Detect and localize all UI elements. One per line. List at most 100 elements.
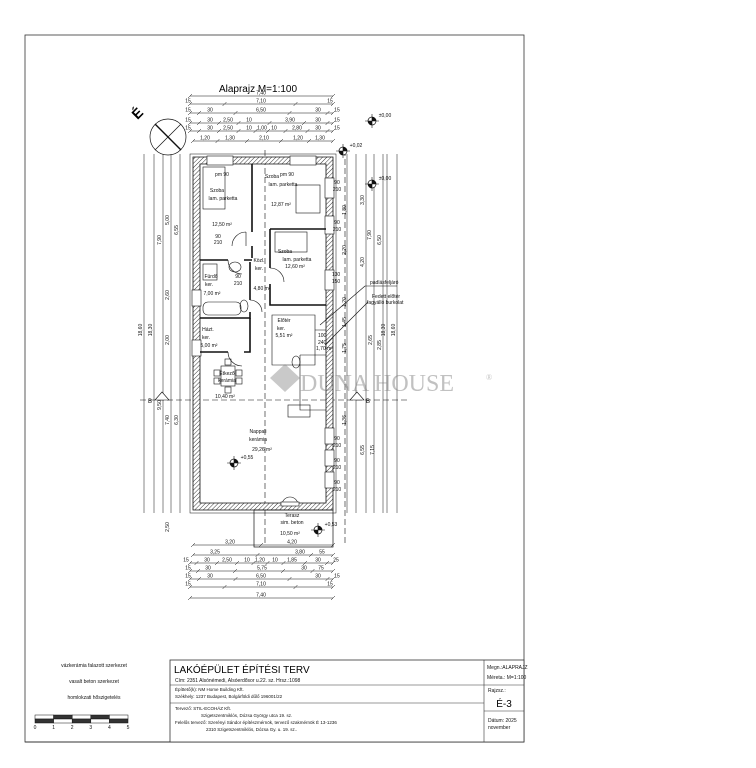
dimension-tick xyxy=(187,101,193,107)
scale-tick-label: 0 xyxy=(34,725,37,731)
dimension-tick xyxy=(236,128,241,134)
shower-icon xyxy=(202,263,218,281)
scale-tick-label: 3 xyxy=(89,725,92,731)
dimension-tick xyxy=(233,110,238,116)
watermark-mark: ® xyxy=(486,373,492,382)
dimension-label: 2,10 xyxy=(259,136,269,142)
room-finish: sim. beton xyxy=(280,520,303,526)
dimension-label: 15 xyxy=(334,118,340,124)
dimension-label: 30 xyxy=(315,126,321,132)
dimension-label: 15 xyxy=(334,126,340,132)
dimension-label: 10 xyxy=(246,118,252,124)
dimension-tick xyxy=(253,128,258,134)
door-label: 90 xyxy=(334,180,340,186)
annotation-attic-access: padlásfeljáró xyxy=(370,280,399,286)
room-area: 29,26 m² xyxy=(252,447,272,453)
dimension-label: 3,80 xyxy=(295,550,305,556)
level-value: ±0,00 xyxy=(379,113,392,119)
dimension-label: 2,50 xyxy=(165,522,171,532)
dimension-label: 7,15 xyxy=(370,445,376,455)
dimension-label: 6,55 xyxy=(174,225,180,235)
dimension-label: 3,25 xyxy=(210,550,220,556)
sheet-number: É-3 xyxy=(496,697,512,710)
legend-item: vázkerámia falazott szerkezet xyxy=(61,663,127,669)
dimension-tick xyxy=(187,110,193,116)
dimension-label: 15 xyxy=(334,108,340,114)
bed-icon xyxy=(295,184,321,214)
dimension-tick xyxy=(265,560,270,566)
dimension-tick xyxy=(330,552,336,558)
dimension-label: 15 xyxy=(185,99,191,105)
scale-tick-label: 5 xyxy=(127,725,130,731)
toilet-icon xyxy=(239,299,249,313)
dimension-label: 30 xyxy=(205,566,211,572)
dimension-tick xyxy=(234,560,240,566)
level-marker-icon xyxy=(336,144,350,158)
dimension-label: 15 xyxy=(185,126,191,132)
dimension-tick xyxy=(216,128,222,134)
dimension-tick xyxy=(325,110,330,116)
bed-icon xyxy=(274,231,308,253)
dimension-tick xyxy=(325,128,330,134)
dimension-label: 30 xyxy=(301,566,307,572)
dimension-label: 30 xyxy=(315,574,321,580)
dimension-label: 1,36 xyxy=(342,415,348,425)
dimension-label: 3,20 xyxy=(225,540,235,546)
designer: Tervező: STIL-ECOHÁZ Kft. xyxy=(175,705,231,711)
dimension-label: 7,40 xyxy=(256,91,266,97)
dimension-tick xyxy=(190,138,196,144)
room-area: 4,80 m² xyxy=(254,286,271,292)
dimension-label: 10 xyxy=(246,126,252,132)
dimension-tick xyxy=(187,584,193,590)
dimension-label: 9,50 xyxy=(157,400,163,410)
dimension-tick xyxy=(196,110,202,116)
dimension-label: 25 xyxy=(333,558,339,564)
windows xyxy=(191,155,335,489)
dimension-label: 7,40 xyxy=(256,593,266,599)
dimension-label: 1,20 xyxy=(293,136,303,142)
door-label: 130 xyxy=(332,272,341,278)
dimension-label: 2,60 xyxy=(165,290,171,300)
dimension-tick xyxy=(330,584,336,590)
room-finish: ker. xyxy=(255,266,263,272)
room-finish: ker. xyxy=(277,326,285,332)
doors xyxy=(227,231,300,507)
dimension-label: 3,30 xyxy=(360,195,366,205)
scale-tick-label: 1 xyxy=(52,725,55,731)
dimension-label: 18,30 xyxy=(148,324,154,337)
dimension-label: 1,30 xyxy=(225,136,235,142)
room-name: Szoba xyxy=(278,249,292,255)
dimension-tick xyxy=(330,101,336,107)
dimension-tick xyxy=(324,560,330,566)
interior-walls xyxy=(200,164,326,411)
door-label: 210 xyxy=(234,281,243,287)
room-name: Fürdő xyxy=(204,274,217,280)
legend: vázkerámia falazott szerkezet vasalt bet… xyxy=(34,663,130,731)
dimension-label: 1,20 xyxy=(255,558,265,564)
room-finish: lam. parketta xyxy=(283,257,312,263)
designer-address: Szigetszentmiklós, Dózsa György utca 19.… xyxy=(201,713,292,718)
dimension-label: 3,90 xyxy=(285,118,295,124)
dimension-tick xyxy=(187,128,193,134)
small-area-height: 240 xyxy=(318,340,327,346)
dimension-label: 7,90 xyxy=(157,235,163,245)
dimension-tick xyxy=(281,560,286,566)
dimension-tick xyxy=(196,576,202,582)
scale-tick-label: 4 xyxy=(108,725,111,731)
room-finish: kerámia xyxy=(218,378,236,384)
room-area: 12,60 m² xyxy=(285,264,305,270)
drawing-scale: Méreta.: M=1:100 xyxy=(487,675,527,681)
dimension-tick xyxy=(287,110,292,116)
watermark-logo-icon xyxy=(270,364,300,392)
room-name: Közl. xyxy=(253,258,264,264)
dimension-label: 18,60 xyxy=(391,324,397,337)
dimension-label: 7,40 xyxy=(165,415,171,425)
dimension-label: 6,55 xyxy=(360,445,366,455)
dimension-label: 18,30 xyxy=(381,324,387,337)
dimension-label: 15 xyxy=(185,108,191,114)
door-label: 90 xyxy=(334,436,340,442)
small-area-width: 100 xyxy=(318,333,327,339)
dimension-tick xyxy=(190,552,196,558)
client-seat: Székhely: 1237 Budapest, Bolgárföldi dűl… xyxy=(175,694,283,699)
